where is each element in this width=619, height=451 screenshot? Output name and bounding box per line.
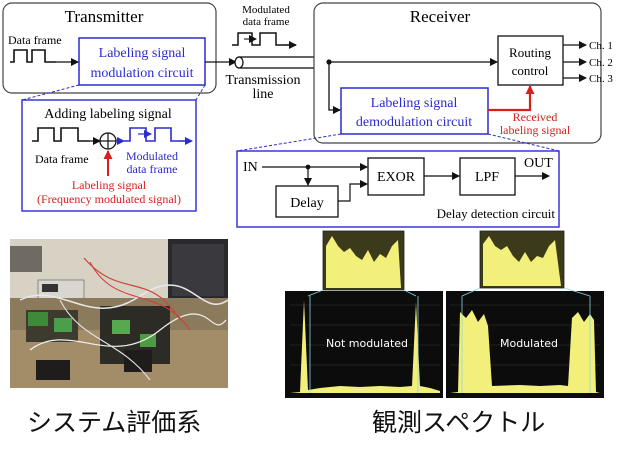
exor-label: EXOR xyxy=(377,170,416,185)
zoom-connector-right-a xyxy=(461,287,481,297)
adding-labeling-inset: Adding labeling signal Data frame Modula… xyxy=(21,99,197,212)
system-evaluation-caption: システム評価系 xyxy=(27,408,202,437)
mod-box-line1: Labeling signal xyxy=(99,46,186,61)
zoom-line-demod-right xyxy=(487,133,560,152)
adding-data-pulse xyxy=(32,127,90,142)
receiver-title: Receiver xyxy=(410,7,471,26)
transmitter-block: Transmitter Data frame Labeling signal m… xyxy=(2,2,217,94)
transmitter-title: Transmitter xyxy=(65,7,144,26)
ch1-label: Ch. 1 xyxy=(589,40,613,52)
received-line1: Received xyxy=(513,110,558,124)
adding-data-frame-label: Data frame xyxy=(35,152,89,166)
system-evaluation-photo xyxy=(10,239,229,388)
delay-circuit-caption: Delay detection circuit xyxy=(437,206,556,221)
adding-modulated-line2: data frame xyxy=(127,162,178,176)
delay-detection-circuit: IN Delay EXOR LPF OUT Delay detection ci… xyxy=(236,150,560,228)
channel-modulated-pulse xyxy=(232,32,296,46)
channel-modulated-line1: Modulated xyxy=(242,4,290,16)
channel-modulated-line2: data frame xyxy=(243,16,290,28)
adding-title: Adding labeling signal xyxy=(44,107,172,122)
adding-modulated-pulse xyxy=(124,127,188,142)
delay-to-exor-line xyxy=(338,180,368,202)
routing-line1: Routing xyxy=(509,45,551,60)
spectrum-zoom-right xyxy=(479,230,565,289)
spectrum-zoom-left xyxy=(322,230,405,291)
zoom-connector-left-b xyxy=(403,289,417,297)
observed-spectra: Not modulated Modulated xyxy=(285,230,604,398)
lpf-label: LPF xyxy=(475,170,499,185)
routing-line2: control xyxy=(512,63,549,78)
observed-spectrum-caption: 観測スペクトル xyxy=(372,408,546,437)
tx-data-frame-pulse xyxy=(10,49,56,63)
spectrum-not-modulated: Not modulated xyxy=(285,291,443,398)
zoom-line-right xyxy=(195,84,206,101)
tx-data-frame-label: Data frame xyxy=(8,33,62,47)
adding-modulated-line1: Modulated xyxy=(126,149,178,163)
not-modulated-label: Not modulated xyxy=(326,337,408,350)
received-line2: labeling signal xyxy=(500,123,571,137)
delay-box-label: Delay xyxy=(290,196,323,211)
demodulation-circuit-box xyxy=(340,87,489,135)
demod-line1: Labeling signal xyxy=(371,96,458,111)
summing-junction-icon xyxy=(99,132,117,150)
exor-box xyxy=(367,157,425,196)
labeling-signal-line2: (Frequency modulated signal) xyxy=(37,192,181,206)
tline-line2: line xyxy=(253,87,274,102)
delay-out-label: OUT xyxy=(524,156,553,171)
zoom-connector-left-a xyxy=(307,289,324,297)
split-to-demod-arrow xyxy=(328,62,341,114)
delay-in-label: IN xyxy=(243,160,258,175)
zoom-connector-right-b xyxy=(563,287,591,297)
lpf-box xyxy=(459,157,516,196)
routing-control-box xyxy=(497,35,564,86)
demod-line2: demodulation circuit xyxy=(356,115,472,130)
receiver-block: Receiver Routing control Labeling signal… xyxy=(313,2,602,144)
received-label-arrow xyxy=(488,85,535,112)
mod-box-line2: modulation circuit xyxy=(90,66,193,81)
ch3-label: Ch. 3 xyxy=(589,73,613,85)
ch2-label: Ch. 2 xyxy=(589,57,613,69)
zoom-line-demod-left xyxy=(236,133,342,152)
spectrum-modulated: Modulated xyxy=(446,291,604,398)
modulated-label: Modulated xyxy=(500,337,558,350)
modulation-circuit-box xyxy=(78,37,206,86)
labeling-signal-line1: Labeling signal xyxy=(72,178,147,192)
tline-line1: Transmission xyxy=(226,73,301,88)
